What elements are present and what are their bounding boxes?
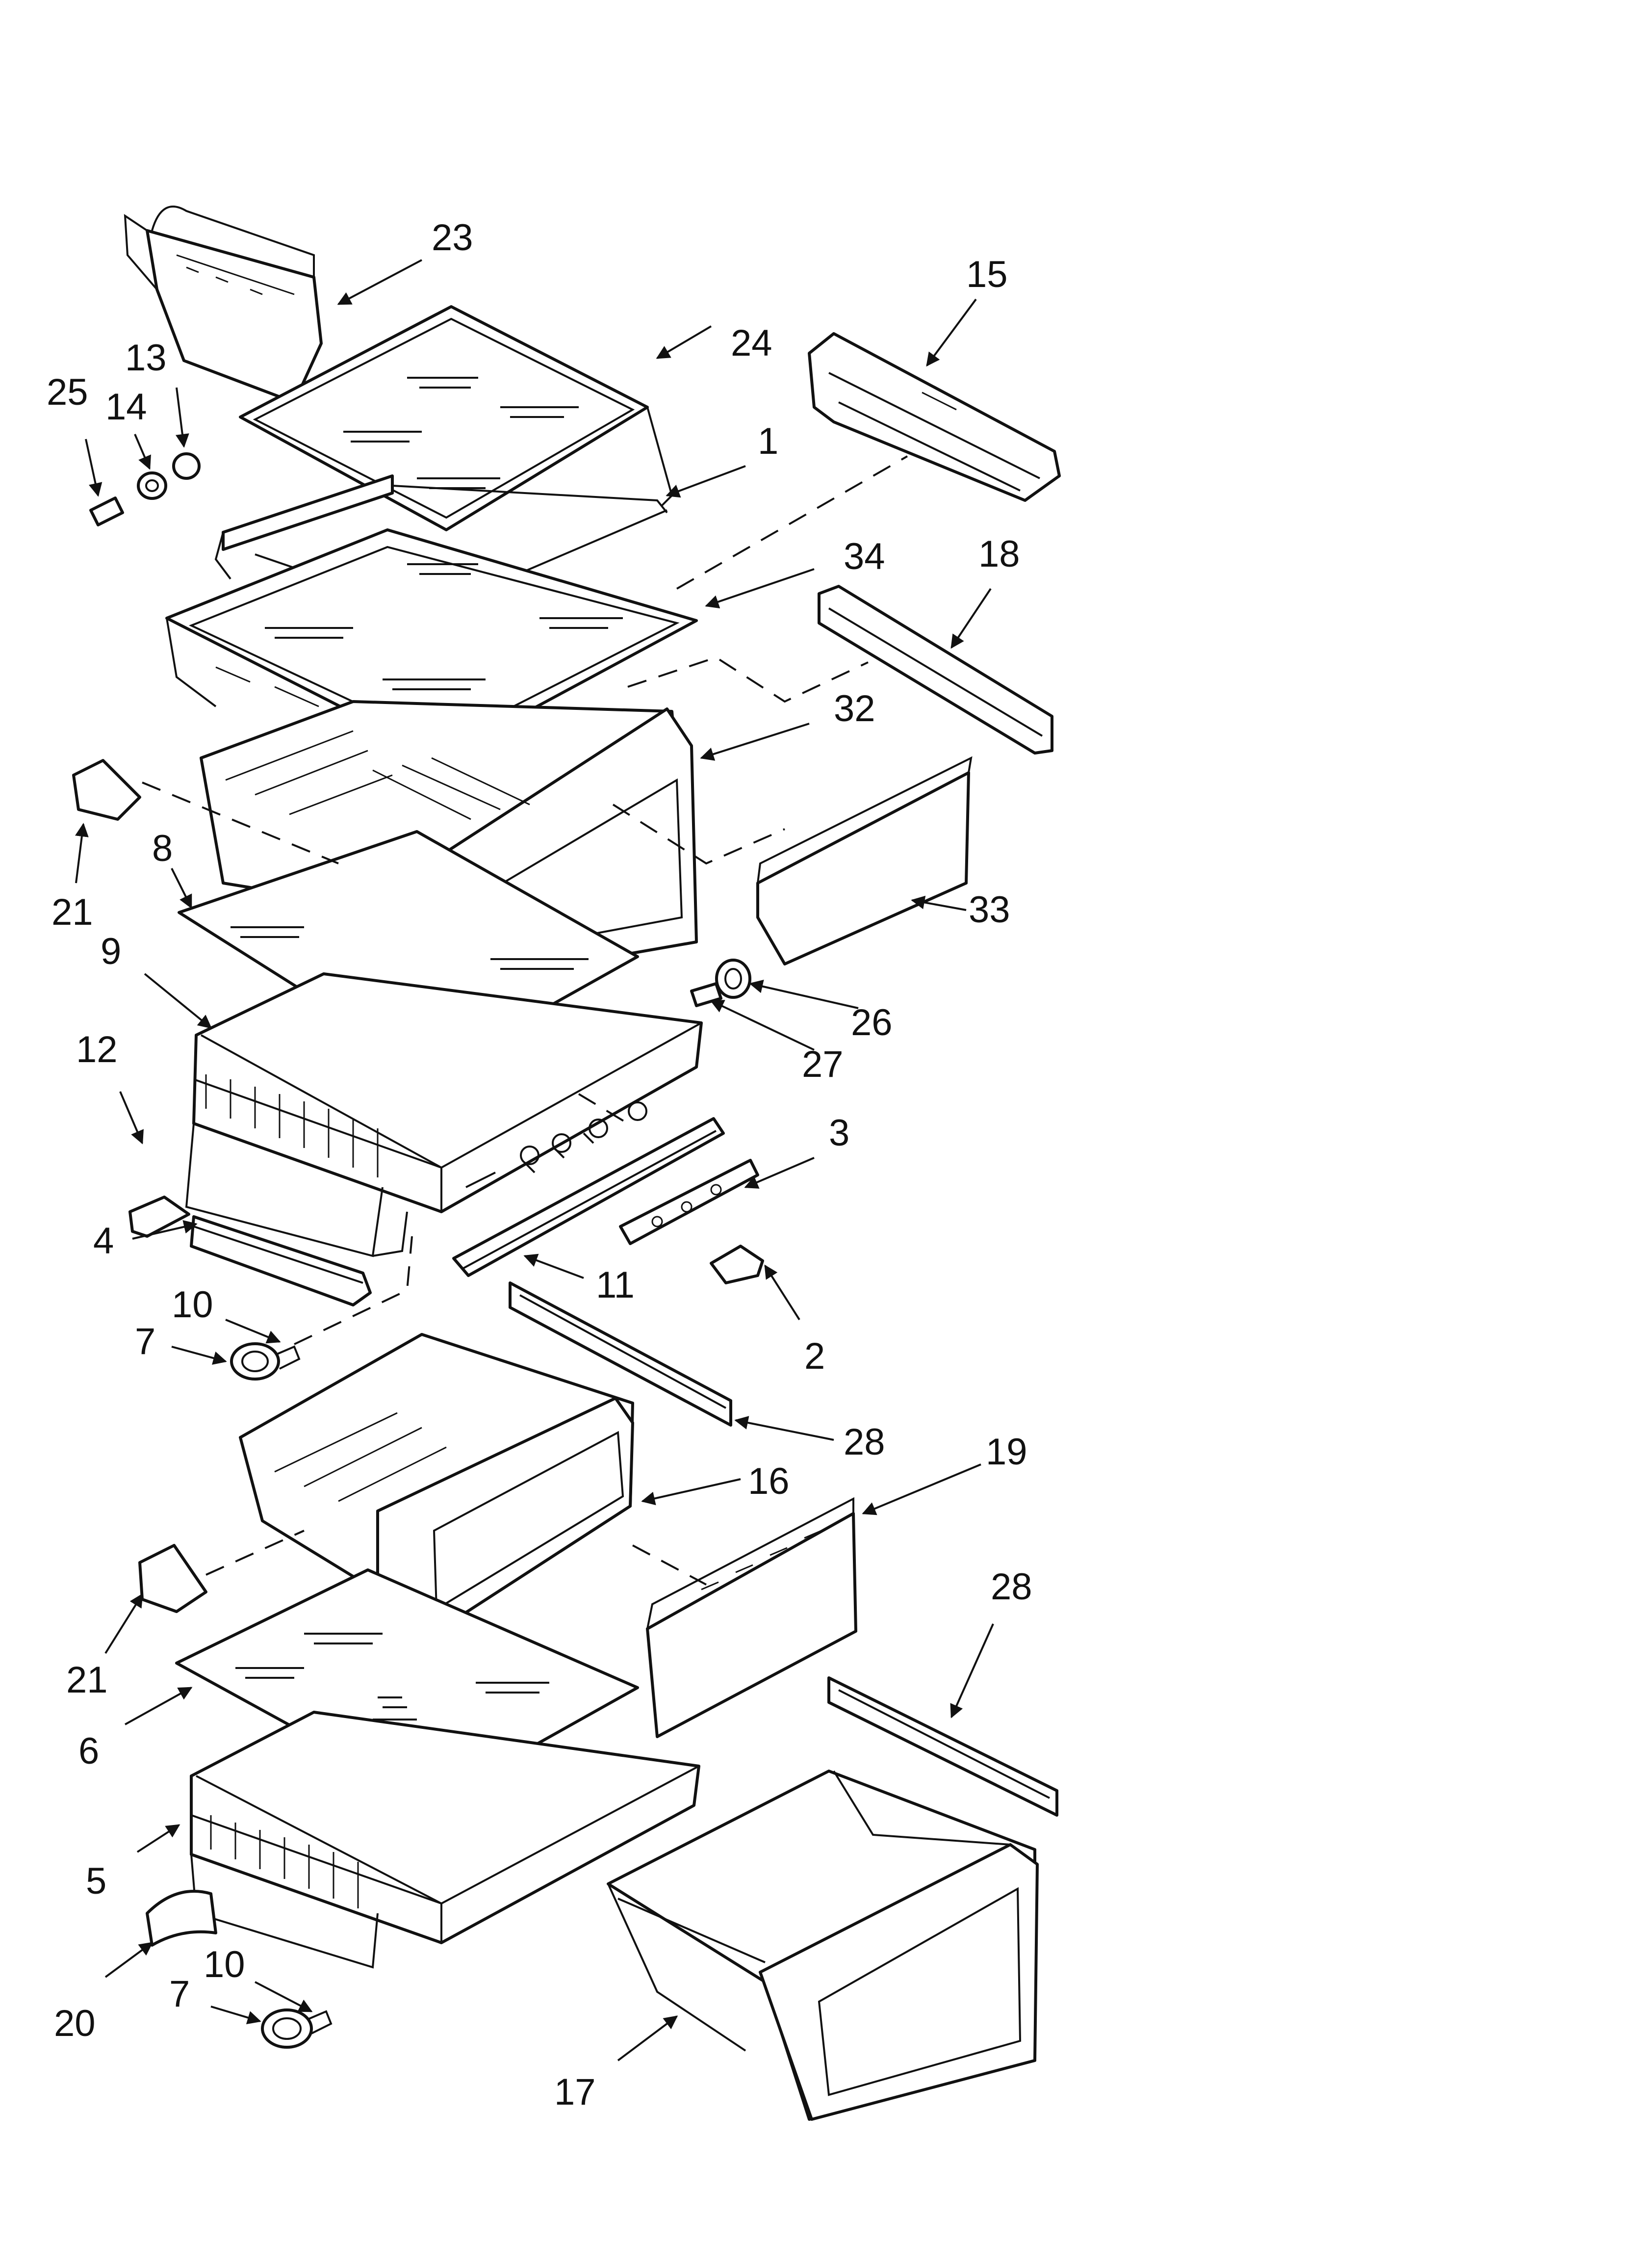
rear-rail-part: [818, 585, 1053, 755]
lower-control-knob-part: [261, 2008, 333, 2049]
callout-32: 32: [834, 688, 875, 730]
callout-13: 13: [125, 337, 167, 379]
roller-bearing-part: [690, 959, 751, 1007]
callout-16: 16: [748, 1460, 790, 1502]
screw-washer-bushing-parts: [89, 452, 201, 526]
rear-rail-top-part: [808, 332, 1061, 502]
callout-2: 2: [804, 1335, 825, 1377]
upper-rear-cover-part: [756, 756, 973, 965]
callout-5: 5: [86, 1860, 106, 1902]
callout-8: 8: [152, 828, 173, 869]
callout-26: 26: [851, 1002, 893, 1043]
callout-14: 14: [105, 386, 147, 428]
callout-24: 24: [731, 322, 772, 364]
callout-4: 4: [93, 1220, 114, 1262]
callout-6: 6: [78, 1730, 99, 1772]
callout-21-upper: 21: [51, 891, 93, 933]
callout-33: 33: [969, 889, 1010, 931]
lower-crisper-frame-part: [190, 1711, 700, 1969]
long-rail-part: [452, 1117, 725, 1277]
callout-12: 12: [76, 1029, 118, 1070]
callout-labels: 23 24 13 25 14 1 15 34 18 32 21 8 33 9 2…: [47, 217, 1032, 2113]
rear-cover-part: [646, 1497, 857, 1738]
bottom-drawer-part: [607, 1770, 1039, 2121]
curved-cover-part: [146, 1890, 217, 1947]
slide-rail-upper-part: [509, 1281, 732, 1427]
callout-27: 27: [802, 1043, 844, 1085]
callout-28-lower: 28: [991, 1566, 1032, 1608]
assembly-lines: [142, 455, 908, 1586]
callout-11: 11: [596, 1264, 635, 1306]
callout-28-upper: 28: [844, 1421, 885, 1463]
crisper-cover-small-part: [128, 1196, 190, 1238]
callout-10-lower: 10: [204, 1944, 245, 1985]
callout-34: 34: [844, 536, 885, 577]
callout-leaders: [75, 259, 994, 2061]
callout-1: 1: [758, 420, 778, 462]
callout-18: 18: [978, 533, 1020, 575]
callout-21-lower: 21: [66, 1659, 108, 1701]
callout-19: 19: [986, 1431, 1027, 1473]
callout-7-upper: 7: [135, 1321, 155, 1362]
callout-15: 15: [966, 254, 1008, 295]
slide-rail-lower-part: [827, 1676, 1058, 1817]
crisper-cover-lower-part: [138, 1544, 207, 1613]
callout-10-upper: 10: [172, 1284, 213, 1326]
clip-part: [710, 1245, 764, 1284]
callout-7-lower: 7: [169, 1973, 190, 2015]
callout-25: 25: [47, 371, 88, 413]
crisper-cover-upper-part: [72, 759, 141, 821]
upper-crisper-frame-part: [185, 972, 703, 1257]
front-rail-part: [190, 1215, 372, 1306]
callout-17: 17: [554, 2071, 596, 2113]
lower-crisper-drawer-part: [239, 1333, 634, 1642]
callout-23: 23: [432, 217, 473, 259]
callout-20: 20: [54, 2003, 96, 2044]
callout-3: 3: [829, 1112, 849, 1154]
callout-9: 9: [101, 931, 121, 972]
upper-control-knob-part: [230, 1342, 301, 1381]
channel-bracket-part: [619, 1159, 759, 1245]
